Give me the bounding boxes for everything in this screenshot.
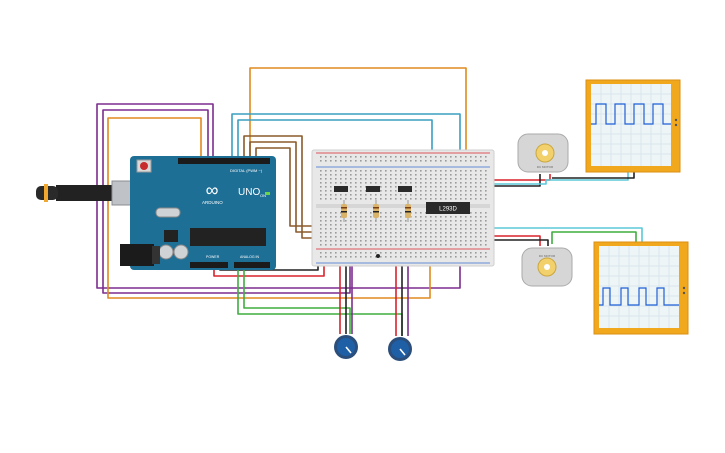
l293d-chip[interactable]	[426, 202, 470, 214]
wire-green-1[interactable]	[237, 262, 403, 336]
wire-scope2-teal[interactable]	[440, 227, 643, 242]
oscilloscope-bottom-trace	[599, 287, 679, 306]
oscilloscope-top-button[interactable]	[674, 118, 678, 122]
dc-motor-bottom-label: DC MOTOR	[539, 254, 556, 258]
arduino-board[interactable]: ∞ UNO ARDUINO DIGITAL (PWM ~) POWER ANAL…	[36, 156, 276, 270]
power-header	[190, 262, 228, 268]
oscilloscope-top-trace	[591, 103, 671, 125]
dc-motor-top-shaft	[542, 150, 548, 156]
power-jack-inner	[152, 246, 160, 264]
wire-orange-left[interactable]	[107, 117, 431, 299]
atmega-chip	[190, 228, 266, 246]
breadboard-trench	[316, 204, 490, 208]
junction-dot	[376, 254, 380, 258]
on-led	[265, 192, 270, 195]
oscilloscope-top-button-2[interactable]	[674, 123, 678, 127]
wire-teal-2[interactable]	[237, 119, 433, 178]
wire-motor2-black[interactable]	[486, 239, 549, 246]
oscilloscope-top[interactable]	[585, 79, 681, 173]
potentiometer-2[interactable]	[388, 337, 412, 361]
reset-button-cap[interactable]	[140, 162, 148, 170]
breadboard[interactable]: L293D	[311, 149, 495, 267]
l293d-label: L293D	[439, 207, 457, 213]
digital-header-label: DIGITAL (PWM ~)	[230, 168, 263, 173]
usb-cable	[56, 185, 116, 201]
resistor-1[interactable]	[341, 200, 347, 222]
oscilloscope-bottom-button[interactable]	[682, 286, 686, 290]
transistor-2[interactable]	[366, 186, 380, 192]
wire-motor1-black[interactable]	[486, 174, 541, 187]
wire-teal-1[interactable]	[231, 113, 461, 178]
digital-header	[178, 158, 270, 164]
wire-scope1-black[interactable]	[552, 172, 635, 179]
arduino-model-label: UNO	[238, 187, 260, 198]
analog-header-label: ANALOG IN	[240, 255, 260, 259]
dc-motor-top[interactable]: DC MOTOR	[517, 133, 569, 173]
usb-chip	[164, 230, 178, 242]
oscilloscope-bottom-button-2[interactable]	[682, 291, 686, 295]
usb-plug-ring	[44, 184, 48, 202]
power-jack	[120, 244, 154, 266]
capacitor-1	[158, 244, 174, 260]
transistor-3[interactable]	[398, 186, 412, 192]
oscilloscope-top-grid	[591, 84, 671, 166]
oscilloscope-bottom[interactable]	[593, 241, 689, 335]
transistor-1[interactable]	[334, 186, 348, 192]
dc-motor-bottom[interactable]: DC MOTOR	[521, 247, 573, 287]
capacitor-2	[173, 244, 189, 260]
power-header-label: POWER	[206, 255, 220, 259]
analog-header	[234, 262, 270, 268]
wire-purple-inner[interactable]	[102, 109, 351, 294]
potentiometer-1[interactable]	[334, 335, 358, 359]
wire-scope2-green[interactable]	[551, 231, 637, 244]
resistor-2[interactable]	[373, 200, 379, 222]
wire-green-2[interactable]	[243, 262, 351, 334]
on-led-label: ON	[260, 193, 266, 198]
arduino-brand-label: ARDUINO	[202, 200, 223, 205]
wire-motor2-red[interactable]	[486, 235, 541, 246]
wire-orange-top[interactable]	[249, 67, 467, 178]
arduino-logo-icon: ∞	[206, 180, 219, 200]
crystal	[155, 207, 181, 218]
dc-motor-bottom-shaft	[544, 264, 550, 270]
dc-motor-top-label: DC MOTOR	[537, 165, 554, 169]
resistor-3[interactable]	[405, 200, 411, 222]
